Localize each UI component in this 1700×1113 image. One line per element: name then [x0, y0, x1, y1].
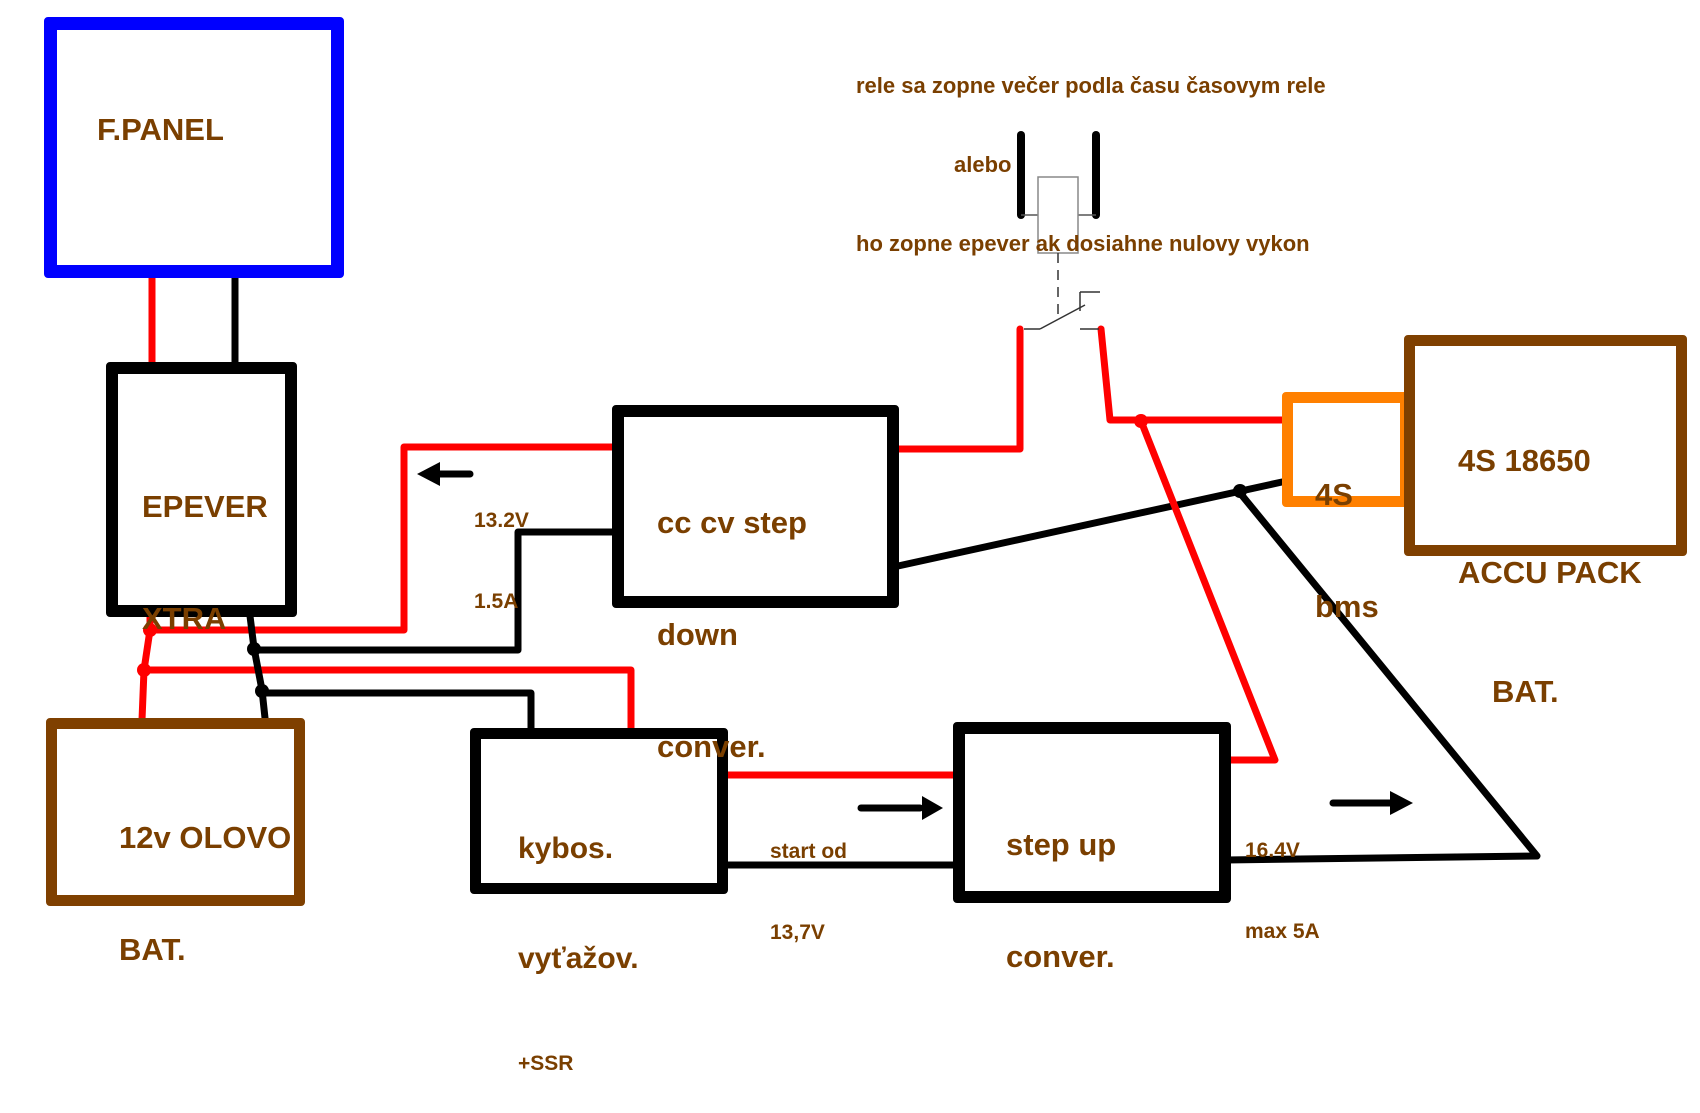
wire-stepdown-to-relay: [894, 325, 1024, 453]
bms-label-line1: 4S: [1315, 477, 1353, 513]
relay-icon: [1017, 131, 1100, 330]
stepdown-output-annotation: 13.2V 1.5A: [474, 452, 529, 643]
wire-relay-to-bms: [1097, 325, 1286, 424]
wire-stepup-negative-to-bms: [1222, 489, 1541, 864]
stepup-output-current: max 5A: [1245, 920, 1320, 944]
stepup-output-voltage: 16.4V: [1245, 838, 1300, 862]
panel-label: F.PANEL: [97, 112, 224, 147]
stepdown-block: [612, 405, 899, 608]
wire-negative-to-stepdown: [250, 528, 616, 654]
lead-battery-label-line1: 12v OLOVO: [119, 820, 292, 856]
lead-battery-block: [46, 718, 305, 906]
junction-dot: [1233, 484, 1247, 498]
stepdown-label-line1: cc cv step: [657, 505, 807, 541]
stepup-start-line1: start od: [770, 839, 848, 863]
epever-label-line1: EPEVER: [142, 489, 268, 525]
wire-stepup-positive-to-bms: [1137, 417, 1279, 764]
stepdown-voltage: 13.2V: [474, 508, 529, 532]
stepup-start-annotation: start od 13,7V: [770, 783, 847, 974]
stepup-block: [953, 722, 1231, 903]
note-line-3: ho zopne epever ak dosiahne nulovy vykon: [856, 231, 1310, 257]
lead-battery-label-line2: BAT.: [119, 931, 186, 967]
note-line-1: rele sa zopne večer podla času časovym r…: [856, 72, 1326, 98]
stepdown-label-line2: down: [657, 616, 738, 652]
junction-dot: [247, 642, 261, 656]
wire-negative-to-kybos: [258, 689, 535, 732]
accu-pack-label-line3: BAT.: [1492, 673, 1559, 709]
bms-label-line2: bms: [1315, 588, 1379, 624]
arrow-right-icon: [1329, 791, 1413, 815]
stepdown-current: 1.5A: [474, 590, 519, 614]
wire-positive-to-kybos: [140, 666, 635, 732]
solar-panel-block: [44, 17, 344, 278]
junction-dot: [1134, 414, 1148, 428]
wiring-canvas: [137, 131, 1541, 869]
stepup-label-line2: conver.: [1006, 938, 1115, 974]
lead-battery-label: 12v OLOVO BAT.: [119, 745, 291, 1005]
arrow-right-icon: [857, 796, 943, 820]
stepdown-label: cc cv step down conver.: [657, 430, 807, 802]
accu-pack-label: 4S 18650 ACCU PACK BAT.: [1458, 368, 1642, 747]
junction-dot: [255, 684, 269, 698]
stepup-label-line1: step up: [1006, 827, 1117, 863]
load-controller-label-line3: +SSR: [518, 1051, 574, 1075]
accu-pack-label-line1: 4S 18650: [1458, 443, 1591, 479]
epever-block: [106, 362, 297, 617]
note-line-2: alebo: [954, 151, 1012, 177]
epever-label-line2: XTRA: [142, 600, 227, 636]
wire-stepdown-negative-to-bms: [894, 478, 1286, 570]
arrow-left-icon: [417, 462, 474, 486]
epever-label: EPEVER XTRA: [142, 414, 268, 674]
accu-pack-block: [1404, 335, 1687, 556]
wire-epever-negative-to-lead: [246, 612, 269, 722]
junction-dot: [143, 623, 157, 637]
relay-note: rele sa zopne večer podla času časovym r…: [856, 20, 1326, 284]
load-controller-label-line1: kybos.: [518, 832, 614, 866]
accu-pack-label-line2: ACCU PACK: [1458, 554, 1642, 590]
junction-dot: [137, 663, 151, 677]
stepdown-label-line3: conver.: [657, 728, 766, 764]
stepup-output-annotation: 16.4V max 5A: [1245, 782, 1320, 973]
wire-positive-to-stepdown: [146, 443, 616, 634]
stepup-label: step up conver.: [1006, 752, 1116, 1012]
load-controller-label-line2: vyťažov.: [518, 941, 639, 975]
bms-label: 4S bms: [1315, 402, 1379, 662]
load-controller-block: [470, 728, 728, 894]
stepup-start-voltage: 13,7V: [770, 921, 825, 945]
load-controller-label: kybos. vyťažov. +SSR: [518, 758, 639, 1113]
